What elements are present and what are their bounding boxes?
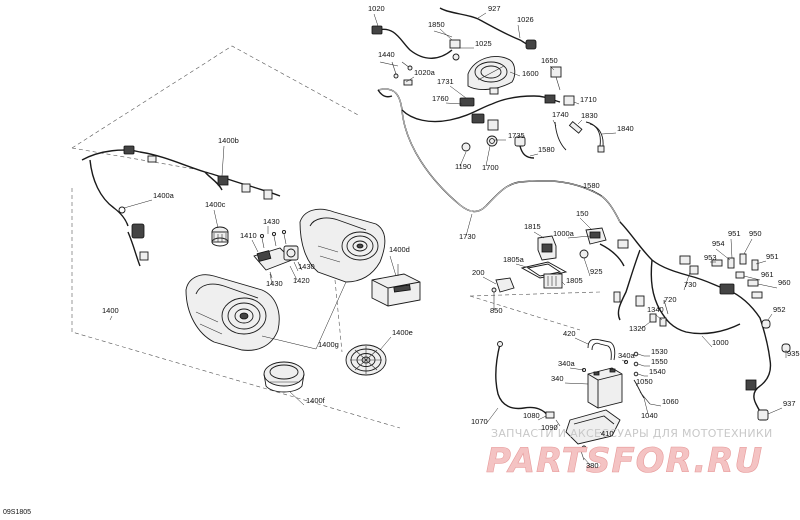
part-label-l1580a: 1580: [538, 145, 555, 154]
part-label-l1340: 1340: [647, 305, 664, 314]
part-label-l1020a: 1020a: [414, 68, 436, 77]
part-label-l1735: 1735: [508, 131, 525, 140]
top-harness: [371, 7, 537, 61]
part-label-l150: 150: [576, 209, 589, 218]
battery-tray-410: [495, 341, 621, 461]
part-label-l1805a: 1805a: [503, 255, 525, 264]
part-label-l720: 720: [664, 295, 677, 304]
part-label-l1050: 1050: [636, 377, 653, 386]
part-label-l954: 954: [712, 239, 725, 248]
fuses-950-961: [711, 253, 791, 353]
part-label-l1190: 1190: [455, 162, 471, 171]
part-label-l925: 925: [590, 267, 603, 276]
part-label-l340a1: 340a: [558, 359, 576, 368]
bracket-1410: [253, 229, 303, 279]
part-label-l1000: 1000: [712, 338, 729, 347]
part-label-l1400e: 1400e: [392, 328, 413, 337]
lower-speaker-pod: [185, 274, 280, 351]
part-label-l420: 420: [563, 329, 576, 338]
part-label-l951a: 951: [728, 229, 741, 238]
part-label-l1805: 1805: [566, 276, 583, 285]
part-label-l1440: 1440: [378, 50, 395, 59]
part-label-l1650: 1650: [541, 56, 558, 65]
part-label-l1420: 1420: [293, 276, 310, 285]
part-label-l340: 340: [551, 374, 564, 383]
battery-340: [581, 338, 651, 409]
upper-speaker-pod: [299, 208, 386, 283]
part-label-l1026: 1026: [517, 15, 534, 24]
module-1400d: [371, 264, 421, 307]
part-label-l1430b: 1430: [298, 262, 315, 271]
part-label-l1080: 1080: [523, 411, 540, 420]
part-label-l961: 961: [761, 270, 774, 279]
part-label-l1400f: 1400f: [306, 396, 326, 405]
part-label-l1400: 1400: [102, 306, 119, 315]
part-label-l1400a: 1400a: [153, 191, 175, 200]
diagram-reference-code: 09S1805: [3, 509, 31, 516]
part-label-l1840: 1840: [617, 124, 634, 133]
part-label-l730: 730: [684, 280, 697, 289]
part-label-l410: 410: [601, 429, 614, 438]
part-label-l1730: 1730: [459, 232, 476, 241]
part-label-l380: 380: [586, 461, 599, 470]
switch-1400c: [211, 226, 229, 247]
part-label-l850: 850: [490, 306, 503, 315]
part-label-l1400d: 1400d: [389, 245, 410, 254]
part-label-l1580b: 1580: [583, 181, 600, 190]
part-label-l960: 960: [778, 278, 791, 287]
part-label-l1430a: 1430: [263, 217, 280, 226]
part-label-l950: 950: [749, 229, 762, 238]
speaker-grille-1400e: [345, 344, 387, 376]
part-label-l1731: 1731: [437, 77, 454, 86]
leader-lines: [109, 12, 787, 466]
left-harness: [81, 145, 281, 267]
part-label-l340a2: 340a: [618, 351, 636, 360]
part-label-l1710: 1710: [580, 95, 597, 104]
part-label-l927: 927: [488, 4, 501, 13]
group-outlines: [71, 45, 601, 429]
part-label-l1060: 1060: [662, 397, 679, 406]
part-label-l1850: 1850: [428, 20, 445, 29]
part-label-l1410: 1410: [240, 231, 257, 240]
fasteners-1440: [379, 61, 413, 86]
part-label-l1400c: 1400c: [205, 200, 226, 209]
part-label-l951b: 951: [766, 252, 779, 261]
part-label-l1040: 1040: [641, 411, 658, 420]
part-label-l1400b: 1400b: [218, 136, 239, 145]
part-label-l1530: 1530: [651, 347, 668, 356]
part-label-l1000a: 1000a: [553, 229, 575, 238]
right-harness: [613, 221, 772, 421]
part-label-l1430c: 1430: [266, 279, 283, 288]
part-label-l935: 935: [787, 349, 800, 358]
part-label-l1400g: 1400g: [318, 340, 339, 349]
part-label-l1540: 1540: [649, 367, 666, 376]
part-label-l1700: 1700: [482, 163, 499, 172]
part-label-l1740: 1740: [552, 110, 569, 119]
main-harness: [377, 88, 621, 223]
watermark: ЗАПЧАСТИ И АКСЕССУАРЫ ДЛЯ МОТОТЕХНИКИ PA…: [486, 427, 773, 481]
part-label-l1815: 1815: [524, 222, 541, 231]
part-label-l1020: 1020: [368, 4, 385, 13]
part-label-l1760: 1760: [432, 94, 449, 103]
part-label-l1070: 1070: [471, 417, 488, 426]
part-label-l1025: 1025: [475, 39, 492, 48]
part-label-l937: 937: [783, 399, 796, 408]
part-label-l1320: 1320: [629, 324, 646, 333]
part-label-l1600: 1600: [522, 69, 539, 78]
part-label-l1090: 1090: [541, 423, 558, 432]
watermark-slogan: ЗАПЧАСТИ И АКСЕССУАРЫ ДЛЯ МОТОТЕХНИКИ: [491, 427, 773, 440]
part-label-l952: 952: [773, 305, 786, 314]
fuse-relay-block: [491, 227, 629, 304]
part-label-l953: 953: [704, 253, 717, 262]
instrument-cluster: [467, 56, 516, 95]
handlebar-connectors: [459, 66, 605, 159]
part-label-l1830: 1830: [581, 111, 598, 120]
watermark-brand: PARTSFOR.RU: [486, 441, 763, 481]
part-label-l1550: 1550: [651, 357, 668, 366]
speaker-ring-1400f: [263, 361, 305, 393]
part-label-l200: 200: [472, 268, 485, 277]
